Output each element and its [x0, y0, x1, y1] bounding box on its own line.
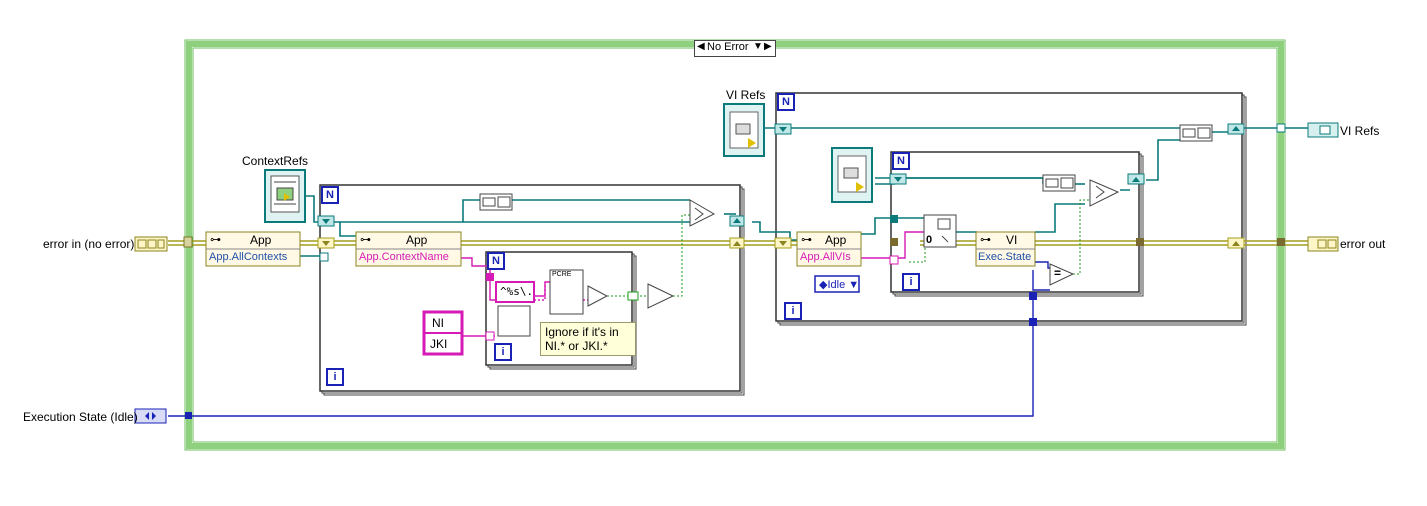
idle-enum-constant[interactable]: [814, 275, 860, 293]
vi-node-property: Exec.State: [978, 251, 1032, 263]
build-array-node-left[interactable]: [479, 193, 513, 211]
inner-left-i-terminal: i: [494, 343, 512, 361]
execution-state-terminal[interactable]: [134, 408, 167, 424]
error-in-label: error in (no error): [43, 237, 135, 251]
context-refs-constant[interactable]: [264, 169, 306, 223]
shift-arrows: [322, 126, 1240, 246]
app-property-node-3-frame[interactable]: [796, 231, 862, 267]
app-node-3[interactable]: ⊶ App App.AllVIs: [797, 232, 861, 266]
case-decrement-icon[interactable]: ◀: [697, 41, 705, 52]
app-node-3-title: App: [825, 233, 847, 247]
outer-left-i-terminal: i: [326, 368, 344, 386]
build-array-node-right[interactable]: [1179, 124, 1213, 142]
inner-left-n-terminal: N: [487, 252, 505, 270]
format-into-string-node[interactable]: [497, 305, 531, 337]
compare-negative-node[interactable]: [587, 285, 609, 307]
key-icon: ⊶: [801, 234, 812, 246]
context-refs-label: ContextRefs: [242, 154, 309, 168]
key-icon: ⊶: [980, 234, 991, 246]
format-string-constant[interactable]: [495, 281, 535, 303]
outer-left-n-terminal: N: [321, 186, 339, 204]
enum-wire[interactable]: [168, 261, 1055, 417]
idle-enum-value: Idle: [827, 279, 846, 291]
inner-right-n-terminal: N: [892, 152, 910, 170]
format-string-text: ^%s\.: [500, 285, 534, 298]
inner-right-i-terminal: i: [902, 273, 920, 291]
vi-refs-in-label: VI Refs: [726, 88, 766, 102]
app-node-2-title: App: [406, 233, 428, 247]
app-node-2[interactable]: ⊶ App App.ContextName: [356, 232, 461, 266]
and-array-node[interactable]: [647, 283, 675, 309]
vi-refs-out-terminal[interactable]: [1307, 122, 1339, 138]
vi-ref-constant-inner[interactable]: [831, 147, 873, 203]
pcre-label: PCRE: [552, 271, 572, 278]
idle-enum-text: ◆Idle ▼: [819, 279, 860, 291]
equal-node[interactable]: [1049, 263, 1075, 286]
case-dropdown-icon[interactable]: ▼: [753, 41, 763, 52]
vi-refs-constant[interactable]: [723, 103, 765, 157]
select-node-left[interactable]: [689, 199, 716, 227]
key-icon: ⊶: [210, 234, 221, 246]
app-node-3-property: App.AllVIs: [800, 251, 851, 263]
key-icon: ⊶: [360, 234, 371, 246]
search-array-node[interactable]: [923, 214, 957, 248]
error-out-terminal[interactable]: [1307, 236, 1339, 252]
vi-property-node-frame[interactable]: [975, 231, 1036, 267]
select-node-right[interactable]: [1089, 179, 1120, 207]
string-array-constant[interactable]: [422, 310, 464, 356]
zero-constant: 0: [926, 234, 933, 246]
app-node-1-title: App: [250, 233, 272, 247]
pcre-node[interactable]: [549, 269, 584, 315]
case-selector[interactable]: ◀ No Error ▼ ▶: [694, 40, 776, 57]
equal-symbol: =: [1054, 266, 1062, 280]
outer-right-i-terminal: i: [784, 302, 802, 320]
execution-state-label: Execution State (Idle): [23, 410, 138, 424]
vi-refs-out-label: VI Refs: [1340, 124, 1380, 138]
string-array-item-2: JKI: [430, 337, 448, 351]
error-in-terminal[interactable]: [134, 236, 168, 252]
error-out-label: error out: [1340, 237, 1386, 251]
case-increment-icon[interactable]: ▶: [764, 41, 772, 52]
vi-node-title: VI: [1006, 233, 1018, 247]
case-selector-value: No Error: [707, 41, 749, 53]
app-property-node-2-frame[interactable]: [355, 231, 462, 267]
comment-note: Ignore if it's in NI.* or JKI.*: [540, 322, 636, 356]
app-node-2-property: App.ContextName: [359, 251, 449, 263]
app-node-1-property: App.AllContexts: [209, 251, 288, 263]
outer-right-n-terminal: N: [777, 93, 795, 111]
vi-node[interactable]: ⊶ VI Exec.State: [976, 232, 1035, 266]
app-node-1[interactable]: ⊶ App App.AllContexts: [206, 232, 300, 266]
build-array-node-inner[interactable]: [1042, 174, 1076, 192]
app-property-node-1-frame[interactable]: [205, 231, 301, 267]
index-tunnel-small: [627, 291, 639, 301]
string-array-item-1: NI: [432, 316, 444, 330]
